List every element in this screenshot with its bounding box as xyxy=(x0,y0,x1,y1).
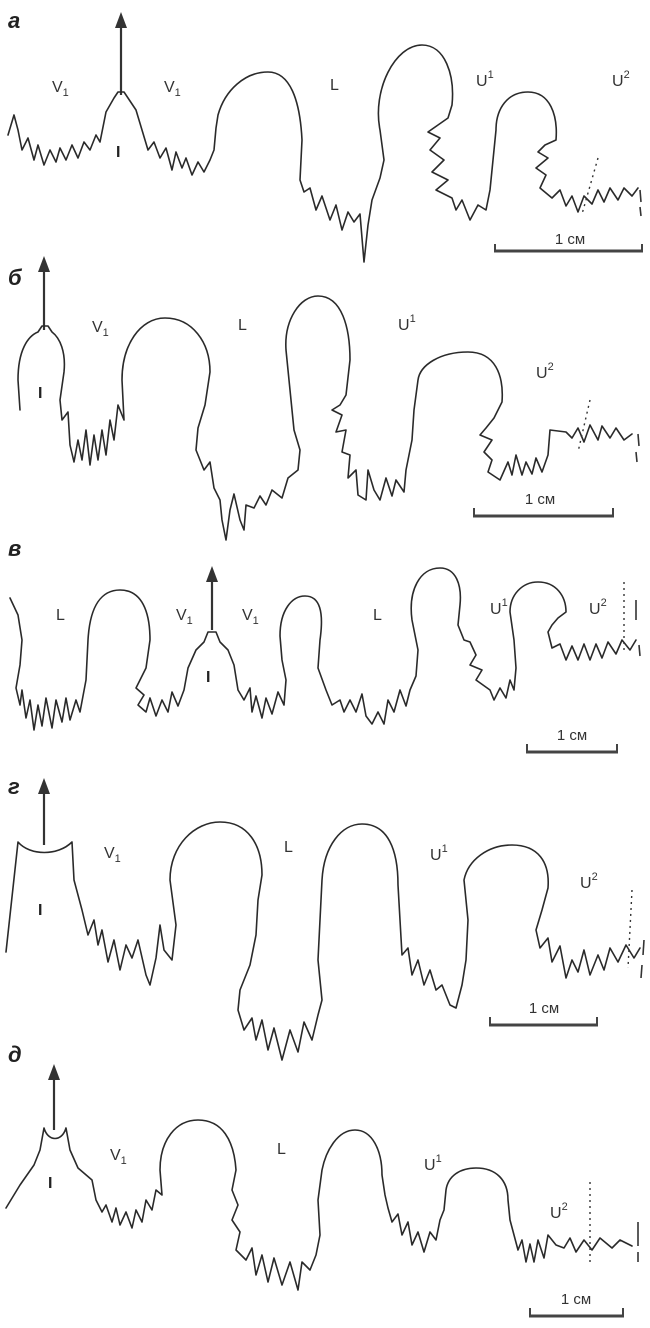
scale-label: 1 см xyxy=(555,231,585,248)
panel-b: б V1 L U1 U2 I 1 см xyxy=(8,256,639,540)
arrow-head-icon xyxy=(115,12,127,28)
lobe-label-u2: U2 xyxy=(536,361,554,382)
panel-letter: д xyxy=(8,1042,22,1067)
lobe-label-l: L xyxy=(284,839,293,856)
lobe-label-v1: V1 xyxy=(176,607,193,627)
lobe-label-u2: U2 xyxy=(550,1201,568,1222)
dash-mark xyxy=(643,940,644,955)
dash-mark xyxy=(640,190,641,202)
lobe-label-u1: U1 xyxy=(490,597,508,618)
dash-mark xyxy=(641,965,642,978)
dash-mark xyxy=(636,452,637,462)
lobe-label-v1: V1 xyxy=(52,79,69,99)
lobe-label-v1: V1 xyxy=(110,1147,127,1167)
dash-mark xyxy=(640,207,641,216)
panel-letter: а xyxy=(8,8,20,33)
lobe-label-u1: U1 xyxy=(424,1153,442,1174)
lobe-label-u1: U1 xyxy=(398,313,416,334)
dorsal-mark: I xyxy=(48,1175,52,1192)
panel-letter: б xyxy=(8,265,23,290)
lobe-label-v1: V1 xyxy=(104,845,121,865)
arrow-head-icon xyxy=(206,566,218,582)
scale-label: 1 см xyxy=(557,727,587,744)
suture-line xyxy=(10,568,636,730)
scale-label: 1 см xyxy=(525,491,555,508)
dorsal-mark: I xyxy=(38,385,42,402)
dash-mark xyxy=(638,434,639,446)
dorsal-mark: I xyxy=(206,669,210,686)
lobe-label-l: L xyxy=(238,317,247,334)
suture-line xyxy=(8,45,638,262)
panel-letter: в xyxy=(8,536,21,561)
dash-mark xyxy=(639,645,640,656)
dotted-line xyxy=(582,158,598,214)
scale-label: 1 см xyxy=(529,1000,559,1017)
arrow-head-icon xyxy=(38,778,50,794)
panel-letter: г xyxy=(8,774,20,799)
lobe-label-l: L xyxy=(330,77,339,94)
panel-d: д V1 L U1 U2 I 1 см xyxy=(6,1042,638,1317)
lobe-label-v1: V1 xyxy=(92,319,109,339)
dorsal-mark: I xyxy=(38,902,42,919)
lobe-label-u2: U2 xyxy=(612,69,630,90)
dotted-line xyxy=(628,890,632,968)
lobe-label-l: L xyxy=(277,1141,286,1158)
dorsal-mark: I xyxy=(116,144,120,161)
arrow-head-icon xyxy=(48,1064,60,1080)
panel-g: г V1 L U1 U2 I 1 см xyxy=(6,774,644,1060)
lobe-label-l: L xyxy=(373,607,382,624)
lobe-label-v1: V1 xyxy=(242,607,259,627)
lobe-label-l: L xyxy=(56,607,65,624)
dotted-line xyxy=(578,400,590,452)
lobe-label-u2: U2 xyxy=(580,871,598,892)
lobe-label-u1: U1 xyxy=(476,69,494,90)
lobe-label-v1: V1 xyxy=(164,79,181,99)
lobe-label-u1: U1 xyxy=(430,843,448,864)
arrow-head-icon xyxy=(38,256,50,272)
suture-line xyxy=(6,1120,632,1290)
scale-label: 1 см xyxy=(561,1291,591,1308)
panel-v: в L V1 V1 L U1 U2 I 1 см xyxy=(8,536,640,753)
lobe-label-u2: U2 xyxy=(589,597,607,618)
panel-a: а V1 V1 L U1 U2 I 1 см xyxy=(8,8,643,262)
